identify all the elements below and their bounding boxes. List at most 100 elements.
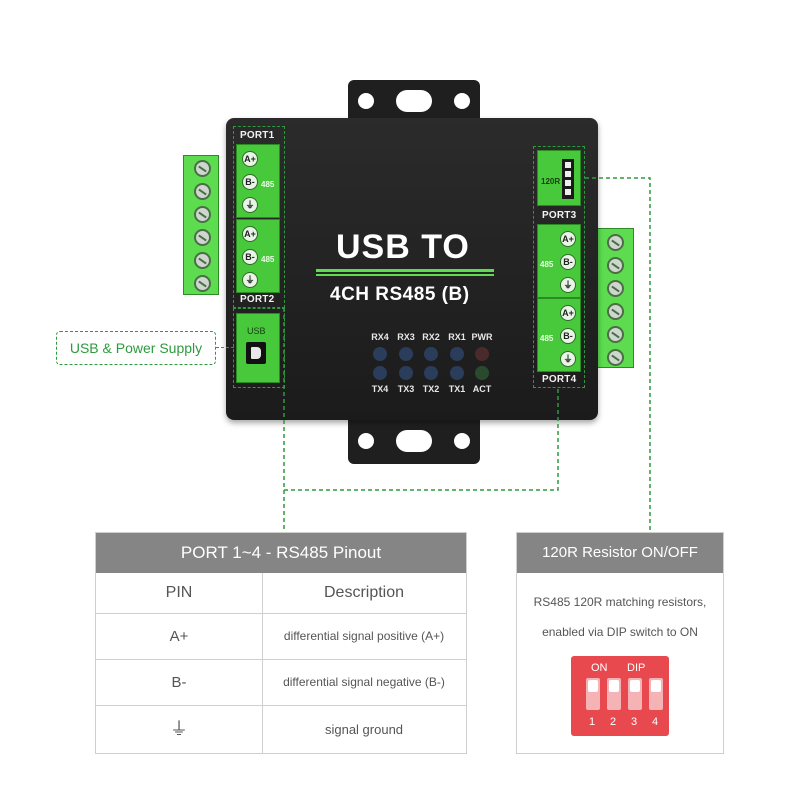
pin-a-plus: A+ [560,305,576,321]
led-tx4 [373,366,387,380]
led-rx4 [373,347,387,361]
port2-label: PORT2 [240,294,275,305]
terminal-screw [194,252,211,269]
row-divider [96,705,466,706]
led-label-rx4: RX4 [371,332,389,342]
column-divider [262,573,263,753]
dip-switch-3[interactable] [628,678,642,710]
resistor-label: 120R [541,177,561,186]
row-divider [96,659,466,660]
led-label-tx3: TX3 [397,384,415,394]
terminal-screw [194,160,211,177]
dip-switch-4[interactable] [649,678,663,710]
protocol-label: 485 [540,260,554,269]
led-label-tx1: TX1 [448,384,466,394]
dip-switch[interactable] [562,159,574,199]
resistor-description-line2: enabled via DIP switch to ON [542,625,698,639]
led-label-rx3: RX3 [397,332,415,342]
led-label-tx2: TX2 [422,384,440,394]
usb-port-icon[interactable] [246,342,266,364]
device-title-line1: USB TO [336,228,470,266]
bottom-mounting-bracket [348,420,480,464]
terminal-screw [607,257,624,274]
dip-switch-1[interactable] [586,678,600,710]
pin-b-minus: B- [560,328,576,344]
port3-4-highlight [533,146,585,388]
led-act [475,366,489,380]
led-tx3 [399,366,413,380]
table-row-description: differential signal positive (A+) [283,629,445,643]
ground-icon: ⏚ [560,351,576,367]
mounting-hole [358,93,374,109]
dip-switch-illustration: ON DIP 1 2 3 4 [571,656,669,736]
left-terminal-plug [183,155,219,295]
terminal-screw [607,326,624,343]
port3-label: PORT3 [542,210,577,221]
ground-icon: ⏚ [242,197,258,213]
terminal-screw [607,349,624,366]
dip-switch-2[interactable] [607,678,621,710]
pin-b-minus: B- [560,254,576,270]
arrow-decoration [316,274,494,276]
table-row-pin: B- [171,674,187,691]
usb-power-supply-callout: USB & Power Supply [56,331,216,365]
led-rx3 [399,347,413,361]
terminal-screw [194,229,211,246]
port4-label: PORT4 [542,374,577,385]
resistor-info-box: 120R Resistor ON/OFF RS485 120R matching… [516,532,724,754]
terminal-screw [607,234,624,251]
led-pwr [475,347,489,361]
led-tx2 [424,366,438,380]
mounting-slot [396,90,432,112]
table-row-pin: A+ [169,628,189,645]
usb-highlight [233,308,285,388]
column-header-description: Description [323,584,405,601]
protocol-label: 485 [261,180,275,189]
dip-number-2: 2 [610,716,617,728]
column-header-pin: PIN [165,584,193,601]
pinout-table: PORT 1~4 - RS485 Pinout PIN Description … [95,532,467,754]
led-rx1 [450,347,464,361]
port2-terminal-block: A+ B- ⏚ 485 [236,219,280,293]
terminal-screw [194,183,211,200]
led-tx1 [450,366,464,380]
mounting-slot [396,430,432,452]
pin-b-minus: B- [242,174,258,190]
protocol-label: 485 [261,255,275,264]
usb-label: USB [247,326,266,336]
row-divider [96,613,466,614]
port3-terminal-block: A+ B- ⏚ 485 [537,224,581,298]
table-row-description: differential signal negative (B-) [283,675,445,689]
port1-label: PORT1 [240,130,275,141]
ground-icon: ⏚ [242,272,258,288]
mounting-hole [358,433,374,449]
terminal-screw [194,206,211,223]
resistor-box-title: 120R Resistor ON/OFF [517,533,723,573]
led-label-pwr: PWR [471,332,493,342]
pinout-table-title: PORT 1~4 - RS485 Pinout [96,533,466,573]
terminal-screw [607,303,624,320]
dip-resistor-block: 120R [537,150,581,206]
right-terminal-plug [596,228,634,368]
led-label-tx4: TX4 [371,384,389,394]
mounting-hole [454,93,470,109]
port4-terminal-block: A+ B- ⏚ 485 [537,298,581,372]
pin-a-plus: A+ [242,226,258,242]
pin-a-plus: A+ [242,151,258,167]
supply-connector-line [216,347,234,348]
top-mounting-bracket [348,80,480,124]
dip-on-label: ON [591,662,608,674]
table-row-description: signal ground [324,722,404,737]
device-title-line2: 4CH RS485 (B) [330,284,470,305]
led-label-rx1: RX1 [448,332,466,342]
resistor-description-line1: RS485 120R matching resistors, [533,595,707,609]
port1-2-highlight [233,126,285,308]
led-rx2 [424,347,438,361]
mounting-hole [454,433,470,449]
dip-number-3: 3 [631,716,638,728]
protocol-label: 485 [540,334,554,343]
pin-a-plus: A+ [560,231,576,247]
terminal-screw [194,275,211,292]
led-label-rx2: RX2 [422,332,440,342]
